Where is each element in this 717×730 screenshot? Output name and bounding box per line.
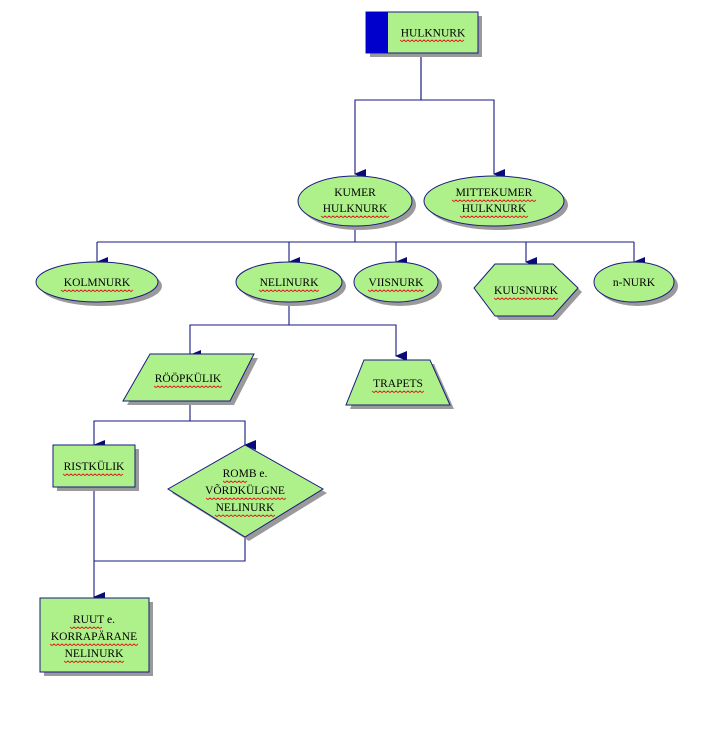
node-mittekumer-hulknurk: MITTEKUMER HULKNURK bbox=[423, 175, 568, 230]
node-mittekumer-label-2: HULKNURK bbox=[462, 203, 527, 215]
connector-nelinurk-roopkulik bbox=[189, 302, 290, 360]
node-ruut-label-1: RUUT e. bbox=[73, 614, 115, 626]
node-viisnurk-label: VIISNURK bbox=[369, 277, 425, 289]
node-romb-label-1: ROMB e. bbox=[223, 468, 268, 480]
node-kuusnurk: KUUSNURK bbox=[473, 263, 582, 320]
node-mittekumer-label-1: MITTEKUMER bbox=[456, 187, 533, 199]
connector-roopkulik-romb bbox=[190, 420, 256, 450]
node-kumer-hulknurk: KUMER HULKNURK bbox=[297, 175, 416, 230]
connector-hulknurk-kumer bbox=[354, 52, 422, 179]
connector-nelinurk-trapets bbox=[289, 324, 407, 361]
node-kuusnurk-label: KUUSNURK bbox=[494, 285, 559, 297]
node-ruut-label-2: KORRAPÄRANE bbox=[51, 629, 137, 643]
node-n-nurk: n-NURK bbox=[593, 261, 678, 306]
node-ruut-label-3: NELINURK bbox=[65, 648, 124, 660]
node-viisnurk: VIISNURK bbox=[353, 261, 442, 306]
node-nelinurk: NELINURK bbox=[235, 261, 346, 306]
node-hulknurk-label: HULKNURK bbox=[401, 28, 466, 40]
root-marker bbox=[366, 12, 388, 53]
connector-romb-merge bbox=[94, 537, 246, 562]
node-nelinurk-label: NELINURK bbox=[260, 277, 319, 289]
node-n-nurk-label: n-NURK bbox=[613, 277, 656, 289]
node-romb: ROMB e. VÕRDKÜLGNE NELINURK bbox=[167, 444, 327, 541]
node-romb-label-3: NELINURK bbox=[216, 502, 275, 514]
connector-hulknurk-mittekumer bbox=[420, 52, 505, 179]
node-kumer-label-1: KUMER bbox=[334, 187, 376, 199]
node-kolmnurk: KOLMNURK bbox=[35, 261, 162, 306]
node-ristkulik-label: RISTKÜLIK bbox=[64, 459, 125, 473]
connector-roopkulik-ristkulik bbox=[93, 401, 191, 450]
node-roopkulik: RÖÖPKÜLIK bbox=[122, 353, 258, 405]
node-romb-label-2: VÕRDKÜLGNE bbox=[205, 483, 285, 497]
node-trapets-label: TRAPETS bbox=[373, 378, 423, 390]
connectors bbox=[93, 52, 645, 602]
node-ristkulik: RISTKÜLIK bbox=[52, 444, 139, 491]
node-kumer-label-2: HULKNURK bbox=[323, 203, 388, 215]
node-kolmnurk-label: KOLMNURK bbox=[64, 277, 131, 289]
node-roopkulik-label: RÖÖPKÜLIK bbox=[155, 371, 222, 385]
node-ruut: RUUT e. KORRAPÄRANE NELINURK bbox=[39, 597, 153, 676]
node-trapets: TRAPETS bbox=[345, 359, 454, 409]
node-hulknurk: HULKNURK bbox=[365, 11, 482, 57]
